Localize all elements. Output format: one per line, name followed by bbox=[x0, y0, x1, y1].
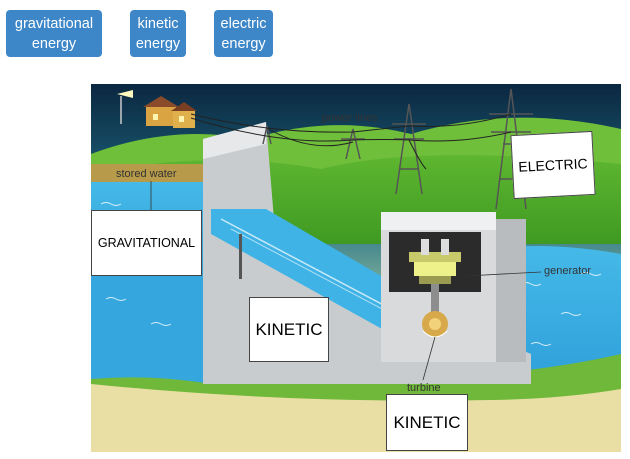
drop-box-electric[interactable]: ELECTRIC bbox=[510, 130, 596, 200]
drop-box-label: GRAVITATIONAL bbox=[97, 236, 196, 250]
drop-box-label: ELECTRIC bbox=[518, 155, 588, 175]
generator-label: generator bbox=[544, 265, 591, 277]
ground bbox=[91, 384, 621, 452]
houses bbox=[117, 90, 197, 128]
stored-water-bank bbox=[91, 164, 203, 184]
turbine-label: turbine bbox=[407, 382, 441, 394]
chip-label: kinetic energy bbox=[135, 15, 181, 52]
dam-face bbox=[203, 122, 266, 159]
lower-pool bbox=[91, 274, 211, 384]
generator bbox=[409, 239, 461, 284]
chip-label: electric energy bbox=[220, 15, 267, 52]
chip-label: gravitational energy bbox=[14, 15, 94, 52]
drop-box-label: KINETIC bbox=[255, 319, 323, 339]
chip-electric-energy[interactable]: electric energy bbox=[214, 10, 273, 57]
drop-box-kinetic-turbine[interactable]: KINETIC bbox=[386, 394, 468, 451]
power-lines-label: power lines bbox=[322, 112, 378, 124]
chip-gravitational-energy[interactable]: gravitational energy bbox=[6, 10, 102, 57]
drop-box-kinetic-penstock[interactable]: KINETIC bbox=[249, 297, 329, 362]
drop-box-label: KINETIC bbox=[393, 412, 461, 432]
chip-kinetic-energy[interactable]: kinetic energy bbox=[130, 10, 186, 57]
stored-water-label: stored water bbox=[116, 168, 177, 180]
drop-box-gravitational[interactable]: GRAVITATIONAL bbox=[91, 210, 202, 276]
turbine bbox=[422, 311, 448, 338]
